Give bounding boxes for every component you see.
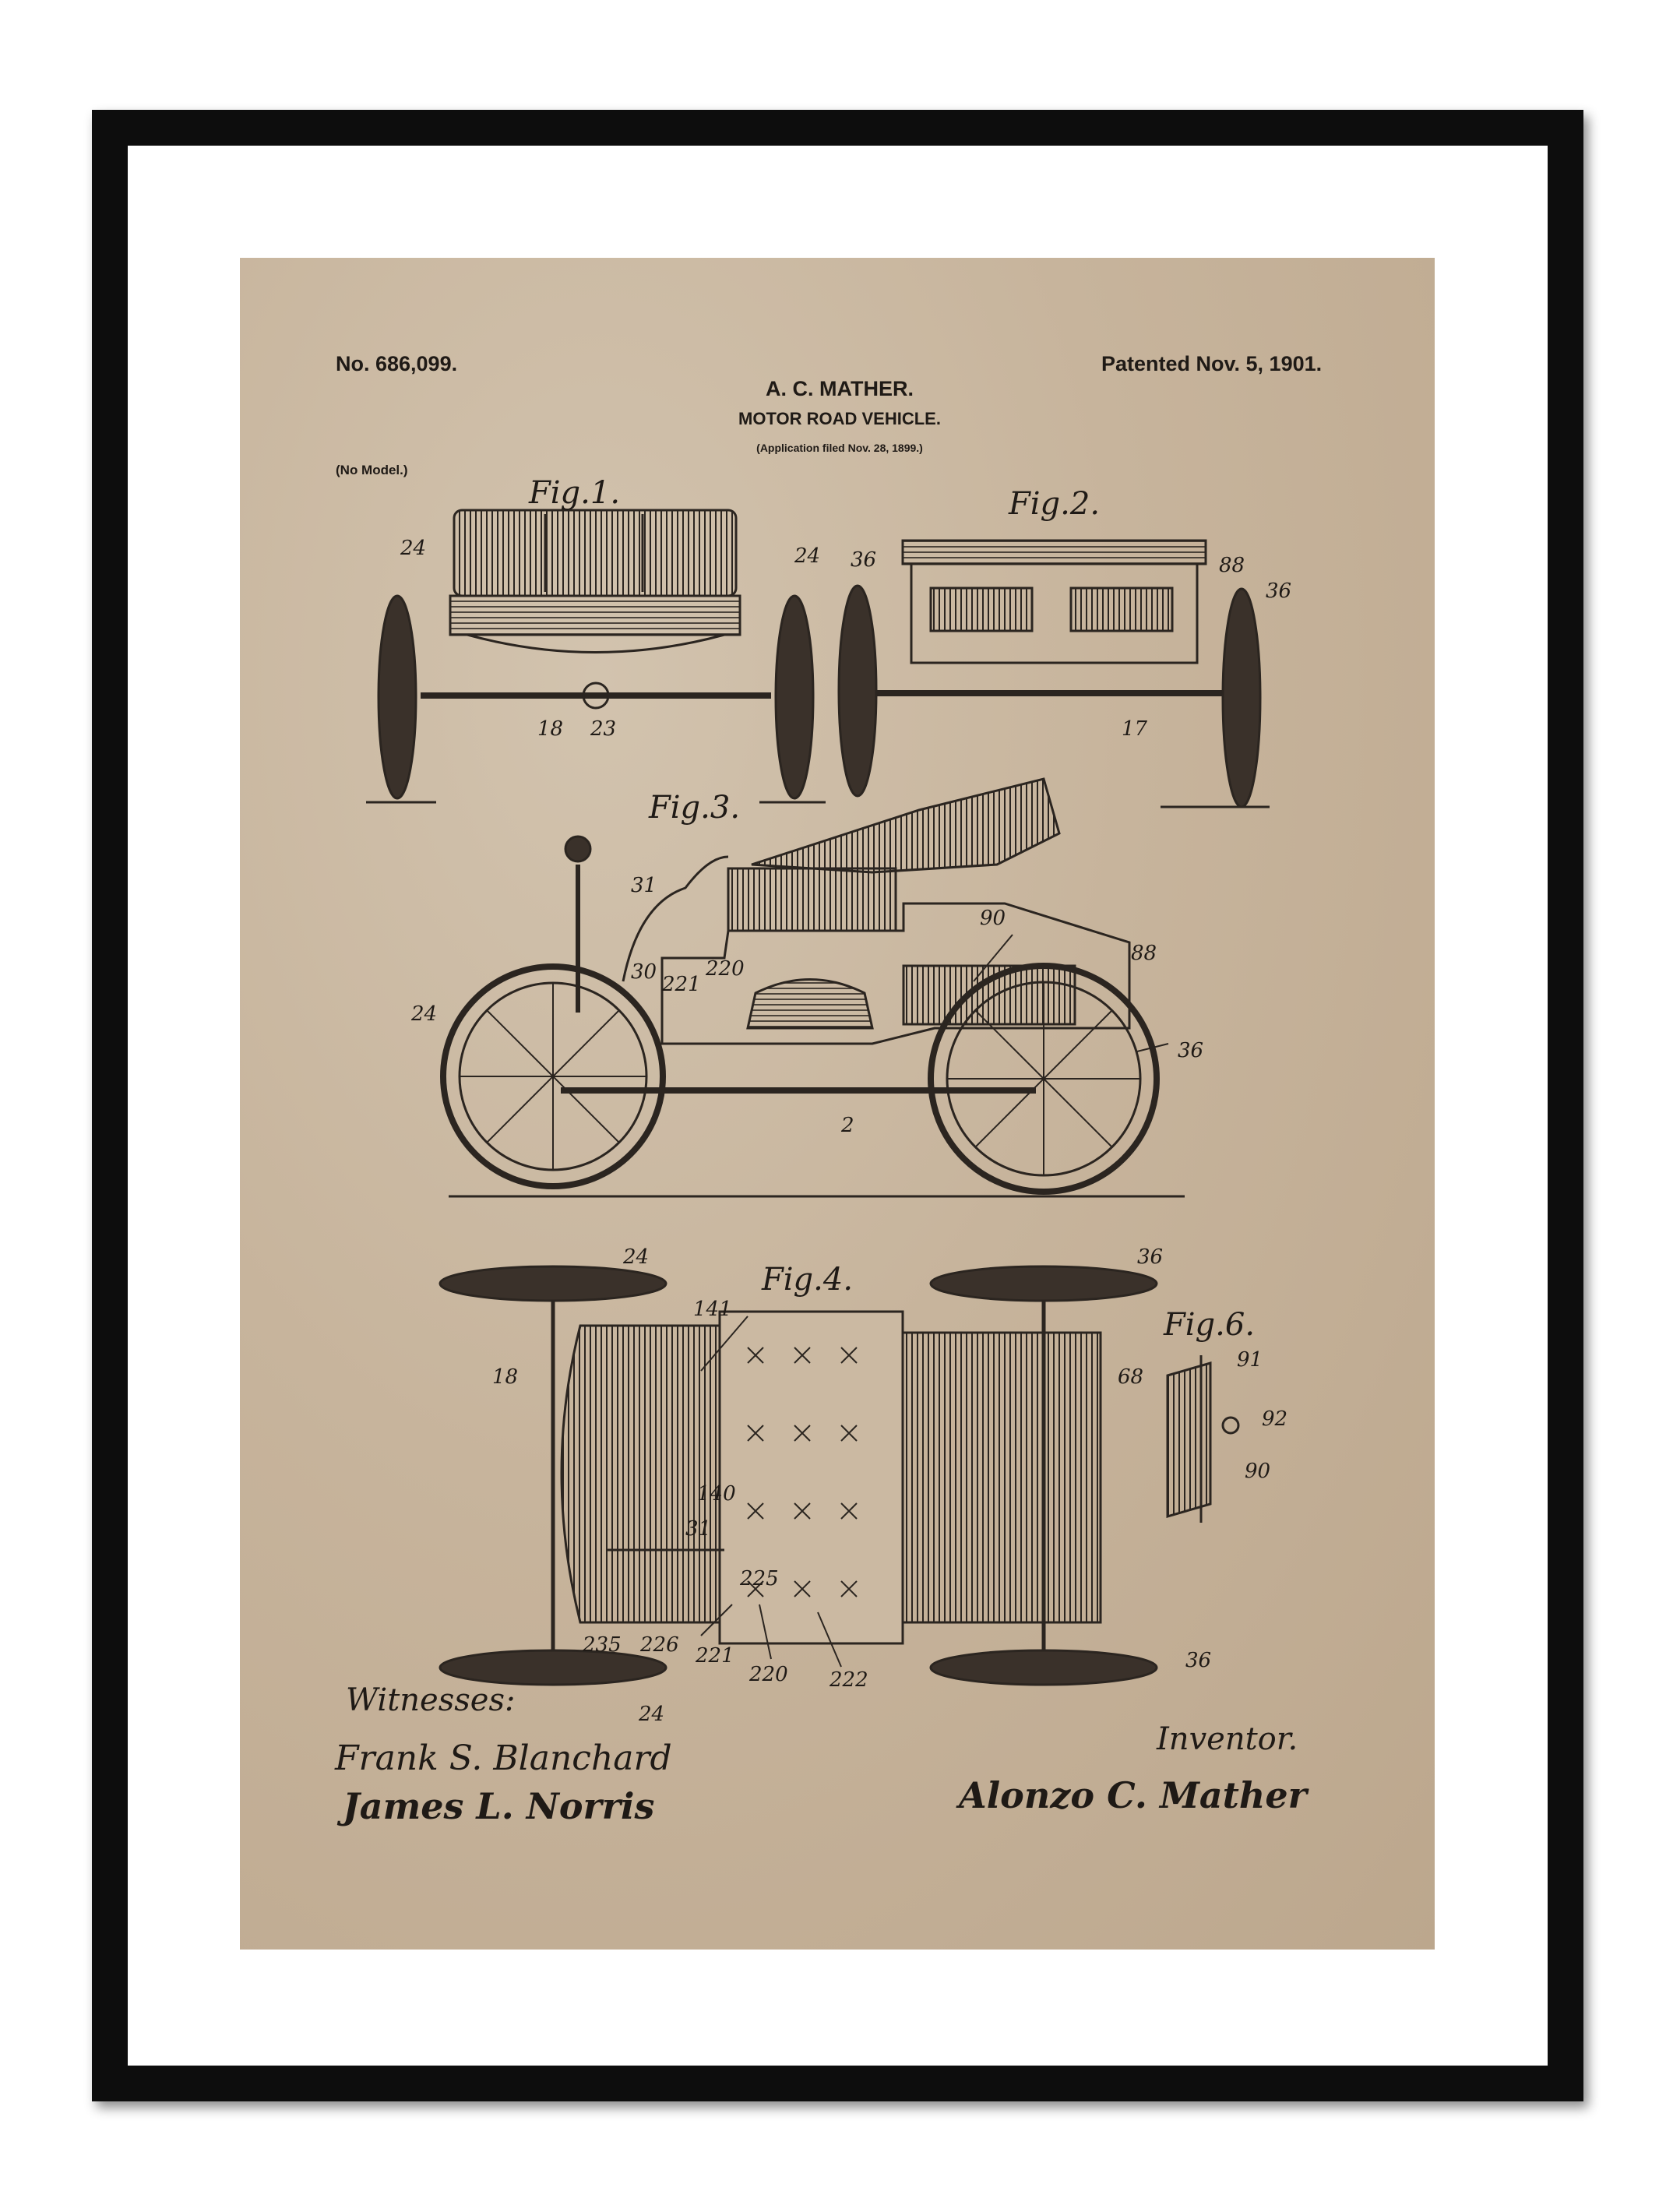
ref-numeral: 23 bbox=[590, 717, 616, 741]
figure-3-side-elevation bbox=[443, 779, 1185, 1196]
fig6-refs: 91 92 90 bbox=[1237, 1348, 1287, 1483]
ref-numeral: 24 bbox=[410, 1002, 437, 1026]
inventor-label: Inventor. bbox=[1157, 1721, 1298, 1757]
ref-numeral: 17 bbox=[1122, 717, 1148, 741]
ref-numeral: 92 bbox=[1262, 1407, 1287, 1431]
fig2-label: Fig.2. bbox=[1008, 486, 1100, 522]
fig6-label: Fig.6. bbox=[1163, 1307, 1255, 1343]
ref-numeral: 221 bbox=[661, 973, 701, 996]
ref-numeral: 31 bbox=[685, 1517, 711, 1541]
inventor-signature: Alonzo C. Mather bbox=[959, 1774, 1307, 1816]
ref-numeral: 24 bbox=[638, 1703, 664, 1726]
ref-numeral: 91 bbox=[1237, 1348, 1263, 1372]
ref-numeral: 24 bbox=[400, 537, 426, 560]
ref-numeral: 222 bbox=[829, 1668, 868, 1692]
ref-numeral: 220 bbox=[748, 1663, 788, 1686]
ref-numeral: 221 bbox=[695, 1644, 734, 1668]
ref-numeral: 36 bbox=[1178, 1039, 1203, 1062]
ref-numeral: 235 bbox=[582, 1633, 622, 1657]
ref-numeral: 226 bbox=[639, 1633, 679, 1657]
witness-signature-1: Frank S. Blanchard bbox=[335, 1738, 672, 1778]
figure-2-side-body-view bbox=[839, 541, 1270, 807]
ref-numeral: 88 bbox=[1219, 554, 1245, 577]
ref-numeral: 225 bbox=[739, 1567, 779, 1590]
ref-numeral: 31 bbox=[631, 874, 657, 897]
figure-1-rear-view bbox=[366, 510, 826, 802]
ref-numeral: 24 bbox=[622, 1245, 649, 1269]
ref-numeral: 90 bbox=[980, 907, 1006, 930]
ref-numeral: 24 bbox=[794, 544, 820, 568]
ref-numeral: 88 bbox=[1131, 942, 1157, 965]
ref-numeral: 18 bbox=[537, 717, 563, 741]
ref-numeral: 2 bbox=[840, 1114, 854, 1137]
ref-numeral: 36 bbox=[1137, 1245, 1163, 1269]
ref-numeral: 18 bbox=[492, 1365, 518, 1389]
ref-numeral: 220 bbox=[705, 957, 745, 981]
fig1-label: Fig.1. bbox=[528, 475, 620, 511]
ref-numeral: 140 bbox=[697, 1482, 736, 1506]
figure-6-detail bbox=[1168, 1355, 1238, 1523]
ref-numeral: 36 bbox=[851, 548, 876, 572]
ref-numeral: 68 bbox=[1118, 1365, 1143, 1389]
witnesses-label: Witnesses: bbox=[346, 1682, 515, 1718]
figure-4-plan-view bbox=[440, 1266, 1157, 1685]
fig4-label: Fig.4. bbox=[761, 1262, 853, 1298]
ref-numeral: 36 bbox=[1266, 579, 1291, 603]
ref-numeral: 90 bbox=[1245, 1460, 1270, 1483]
witness-signature-2: James L. Norris bbox=[343, 1785, 654, 1827]
ref-numeral: 30 bbox=[631, 960, 657, 984]
fig3-label: Fig.3. bbox=[648, 790, 740, 826]
ref-numeral: 141 bbox=[693, 1298, 732, 1321]
ref-numeral: 36 bbox=[1185, 1649, 1211, 1672]
